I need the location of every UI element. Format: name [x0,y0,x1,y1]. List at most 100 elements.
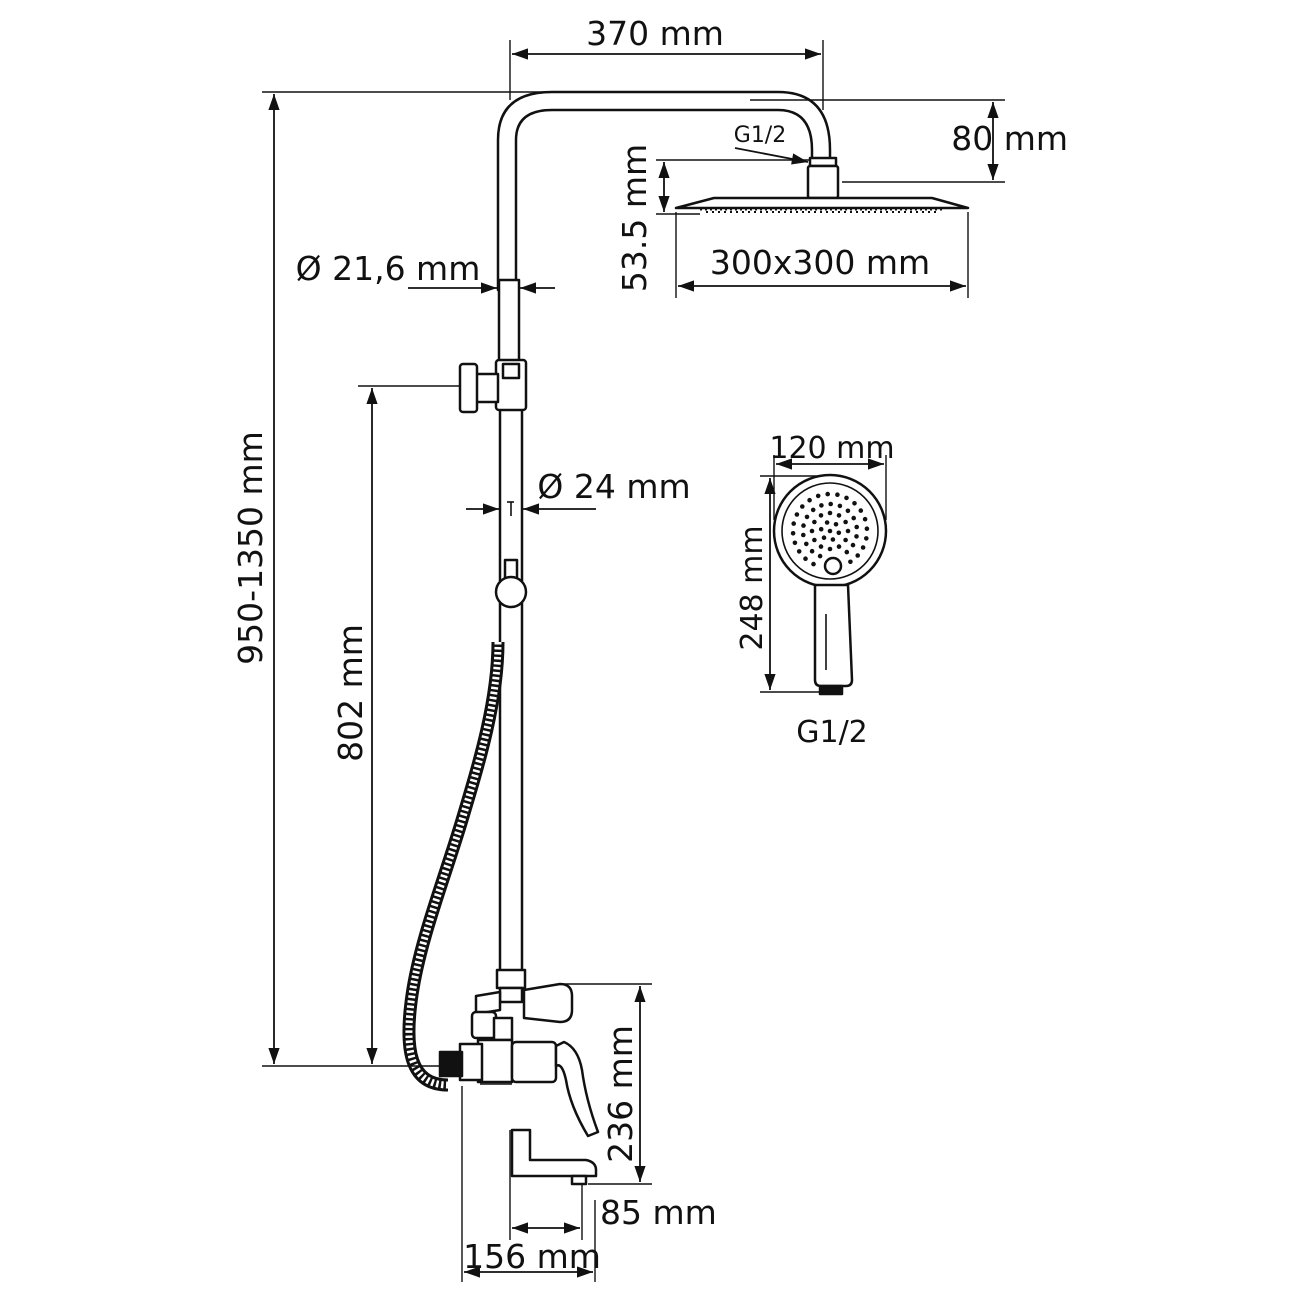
lower-pipe [498,363,524,979]
label-hand-length: 248 mm [735,525,770,650]
label-rain-size: 300x300 mm [710,243,930,282]
diverter-handle[interactable] [522,982,574,1024]
spray-nozzle [835,492,840,498]
spray-nozzle [836,530,842,536]
spray-nozzle [794,512,800,517]
clamp-knob[interactable] [458,362,479,414]
dim-mixer-height: 236 mm [562,983,652,1185]
label-hand-width: 120 mm [769,431,894,466]
mixer-lever[interactable] [554,1040,600,1138]
spray-nozzle [827,528,833,534]
spray-nozzle [809,528,815,534]
spray-nozzle [845,528,851,534]
label-upper-pipe: Ø 21,6 mm [296,249,481,288]
label-arm-height: 80 mm [951,119,1068,158]
label-mixer-to-holder: 802 mm [331,624,370,762]
dim-arm-reach: 370 mm [509,14,824,110]
rain-shower-head [674,156,970,213]
spray-nozzle [837,503,843,509]
spray-nozzle [843,537,848,543]
hand-shower [772,473,888,696]
label-arm-reach: 370 mm [586,14,724,53]
dim-hand-length: 248 mm [735,475,820,693]
rain-nozzles [700,207,945,213]
spray-nozzle [821,535,827,540]
spray-mode-button[interactable] [823,556,843,576]
spray-nozzle [818,544,824,549]
spray-nozzle [818,513,824,518]
spray-nozzle [817,553,823,559]
spray-nozzle [792,540,798,546]
dim-upper-pipe: Ø 21,6 mm [296,249,555,294]
spray-nozzle [819,503,824,508]
spray-nozzle [854,524,859,530]
shower-hose [402,641,505,1092]
label-lower-pipe: Ø 24 mm [537,467,690,506]
spray-nozzle [804,541,809,547]
spray-nozzle [791,521,796,526]
spray-nozzle [854,534,859,539]
label-mixer-depth: 156 mm [463,1237,601,1276]
spray-nozzle [803,556,808,561]
spray-nozzle [807,497,812,503]
spray-nozzle [845,508,851,514]
spray-nozzle [809,548,815,554]
spray-nozzle [830,537,836,542]
height-clamp[interactable] [458,358,528,414]
bath-mixer [438,968,600,1186]
hand-shower-handle [813,583,854,688]
spray-nozzle [825,491,830,497]
label-rain-connection: G1/2 [734,123,786,148]
spray-nozzle [801,523,806,528]
spray-nozzle [801,532,806,538]
bath-spout [510,1128,598,1178]
spray-nozzle [818,526,824,532]
dim-spout-length: 85 mm [509,1130,717,1240]
dim-rain-connection: G1/2 [734,123,809,165]
spray-nozzle [862,516,868,522]
spray-nozzle [844,495,849,501]
label-mixer-height: 236 mm [601,1025,640,1163]
spray-nozzle [824,520,830,525]
spray-nozzle [850,542,856,548]
spray-nozzle [790,531,796,536]
spray-nozzle [812,537,817,543]
hand-shower-holder[interactable] [494,558,528,609]
spray-nozzle [796,549,802,554]
spray-nozzle [828,501,833,507]
dim-total-height: 950-1350 mm [231,91,552,1067]
upper-pipe [497,278,521,372]
label-rain-thickness: 53.5 mm [615,144,654,292]
spray-nozzle [843,519,848,525]
spray-nozzle [836,544,842,549]
dim-rain-size: 300x300 mm [675,212,969,298]
spray-nozzle [860,545,866,550]
spray-nozzle [855,553,860,558]
dim-hand-width: 120 mm [769,431,895,520]
pipe-ring [507,501,514,516]
pipe-coupling [495,968,527,990]
spray-nozzle [810,507,816,513]
spray-nozzle [827,546,833,552]
spray-nozzle [864,536,869,541]
spray-nozzle [804,514,810,520]
spray-nozzle [815,493,821,499]
hose-connector [438,1050,464,1078]
label-hand-connection: G1/2 [796,715,868,750]
dim-arm-height: 80 mm [750,99,1068,183]
spray-nozzle [833,522,839,527]
spray-nozzle [812,519,817,525]
spray-nozzle [851,515,856,521]
dim-rain-thickness: 53.5 mm [615,144,810,292]
spray-nozzle [848,559,853,565]
label-total-height: 950-1350 mm [231,431,270,665]
spray-nozzle [858,508,864,513]
spray-nozzles [790,491,870,567]
spray-nozzle [836,513,842,518]
shower-column [402,90,970,1186]
label-spout-length: 85 mm [600,1193,717,1232]
spray-nozzle [864,526,870,531]
dim-mixer-depth: 156 mm [461,1086,601,1282]
spray-nozzle [800,504,805,509]
